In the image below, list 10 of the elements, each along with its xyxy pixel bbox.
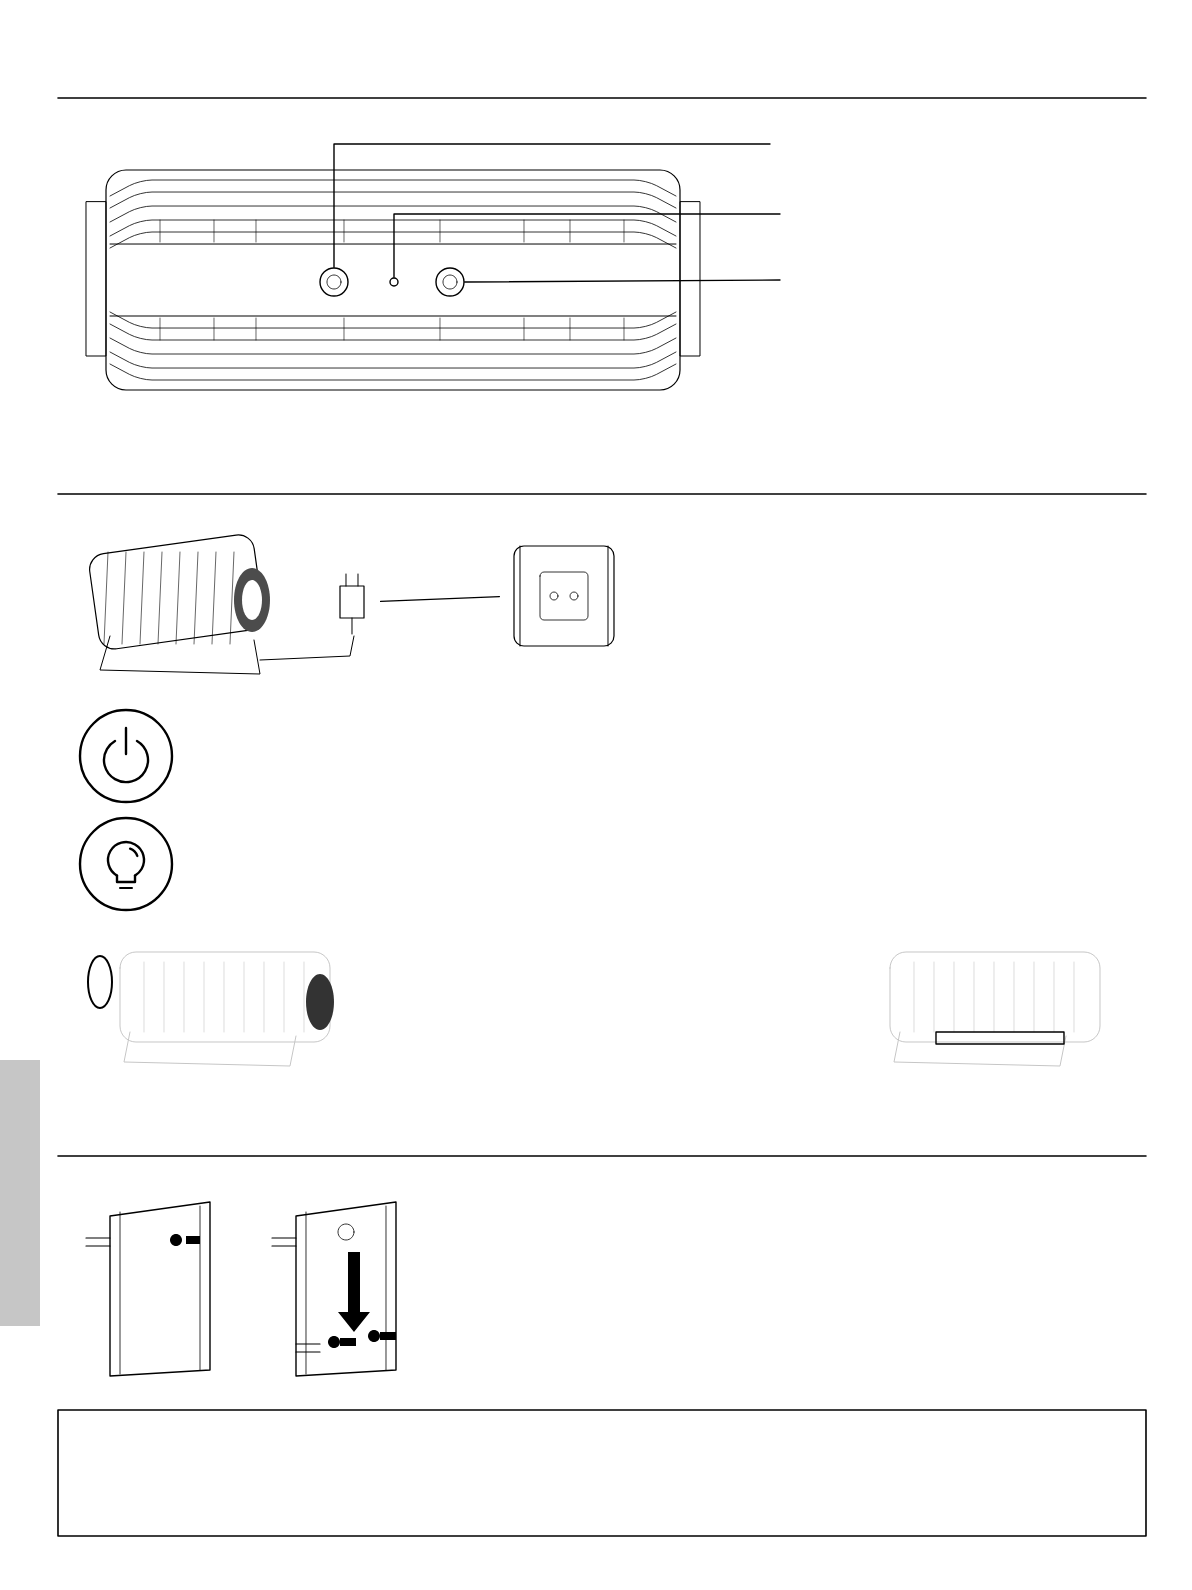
plug	[339, 573, 365, 635]
power-button	[319, 267, 349, 297]
side-tab	[0, 1060, 40, 1326]
leader-line	[464, 279, 781, 283]
leader-line	[333, 143, 771, 268]
indicator-light	[389, 277, 399, 287]
leader-line	[393, 213, 781, 278]
light-button	[435, 267, 465, 297]
connector-line	[379, 595, 501, 603]
wall-socket	[513, 545, 615, 647]
